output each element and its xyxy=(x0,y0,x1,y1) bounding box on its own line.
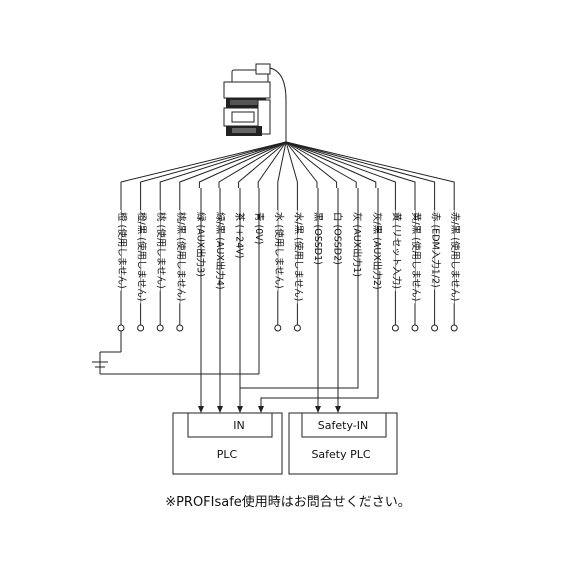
plc-name: PLC xyxy=(217,448,238,461)
wire-label: 水/黒 (使用しません) xyxy=(292,212,304,301)
wire-label-backing xyxy=(326,210,337,267)
wire-label-backing xyxy=(405,210,415,304)
wire-label: 桃/黒 (使用しません) xyxy=(175,212,187,301)
safety-plc-name: Safety PLC xyxy=(311,448,370,461)
wire-fan-10 xyxy=(285,141,318,188)
plc-block: IN PLC xyxy=(172,412,283,475)
open-terminal xyxy=(137,324,145,332)
open-terminal xyxy=(450,324,458,332)
wire-labels: 橙 (使用しません) 橙/黒 (使用しません) 桃 (使用しません) 桃/黒 (使用し… xyxy=(111,210,461,304)
wire-fan-16 xyxy=(285,141,436,188)
safety-plc-block: Safety-IN Safety PLC xyxy=(288,412,398,475)
wire-fan-8 xyxy=(277,141,287,188)
wire-label-backing xyxy=(209,210,219,292)
wire-fan-14 xyxy=(285,141,396,188)
wire-label: 灰 (AUX出力1) xyxy=(351,212,363,277)
wire-label-backing xyxy=(346,210,357,279)
wire-routing xyxy=(198,188,379,413)
wire-label-backing xyxy=(287,210,298,304)
wire-fan-2 xyxy=(159,141,287,188)
wire-fan-6 xyxy=(238,141,287,188)
footnote: ※PROFIsafe使用時はお問合せください。 xyxy=(165,494,411,510)
wire-label-backing xyxy=(444,210,455,304)
wire-label-backing xyxy=(248,210,259,247)
wire-label: 黄 (リセット入力) xyxy=(390,212,402,289)
wire-fan-3 xyxy=(179,141,287,188)
wire-label-backing xyxy=(130,210,141,304)
wire-label-backing xyxy=(228,210,239,261)
safety-sensor-device xyxy=(223,63,287,142)
plc-in-label: IN xyxy=(233,419,244,432)
wire-fan-13 xyxy=(285,141,377,188)
wire-label: 赤 (EDM入力1/2) xyxy=(430,212,442,288)
open-terminal xyxy=(293,324,301,332)
wire-label-backing xyxy=(385,210,396,291)
wire-fan-1 xyxy=(140,141,287,188)
wire-label-backing xyxy=(267,210,278,291)
wire-label: 桃 (使用しません) xyxy=(155,212,167,289)
wire-label: 橙 (使用しません) xyxy=(116,212,128,289)
wire-label: 灰/黒 (AUX出力2) xyxy=(371,212,383,290)
wire-fan-7 xyxy=(257,141,287,188)
open-terminal xyxy=(411,324,419,332)
battery-symbol xyxy=(92,351,259,375)
wire-label-backing xyxy=(150,210,161,291)
open-terminal xyxy=(431,324,439,332)
wire-fan-17 xyxy=(285,141,455,188)
wire-fan-12 xyxy=(285,141,357,188)
wire-label-backing xyxy=(307,210,317,267)
open-terminal xyxy=(156,324,164,332)
wire-label: 水 (使用しません) xyxy=(273,212,285,289)
wire-label: 橙/黒 (使用しません) xyxy=(136,212,148,301)
open-terminal xyxy=(117,324,125,332)
wire-fan-9 xyxy=(285,141,298,188)
wire-label: 緑 (AUX出力3) xyxy=(194,212,206,277)
wire-fan-15 xyxy=(285,141,416,188)
wire-label-backing xyxy=(189,210,200,279)
wire-label: 赤/黒 (使用しません) xyxy=(449,212,461,301)
wire-fan-4 xyxy=(198,141,287,188)
wire-label: 黄/黒 (使用しません) xyxy=(410,212,422,301)
wire-label-backing xyxy=(169,210,180,304)
open-terminal xyxy=(274,324,282,332)
open-terminal xyxy=(176,324,184,332)
open-terminal xyxy=(391,324,399,332)
wire-fan-5 xyxy=(218,141,287,188)
wire-label-backing xyxy=(424,210,435,290)
wire-fan-11 xyxy=(285,141,338,188)
wire-label-backing xyxy=(111,210,121,291)
safety-plc-in-label: Safety-IN xyxy=(318,419,368,432)
wire-fan-0 xyxy=(120,141,287,188)
wire-label-backing xyxy=(365,210,376,292)
